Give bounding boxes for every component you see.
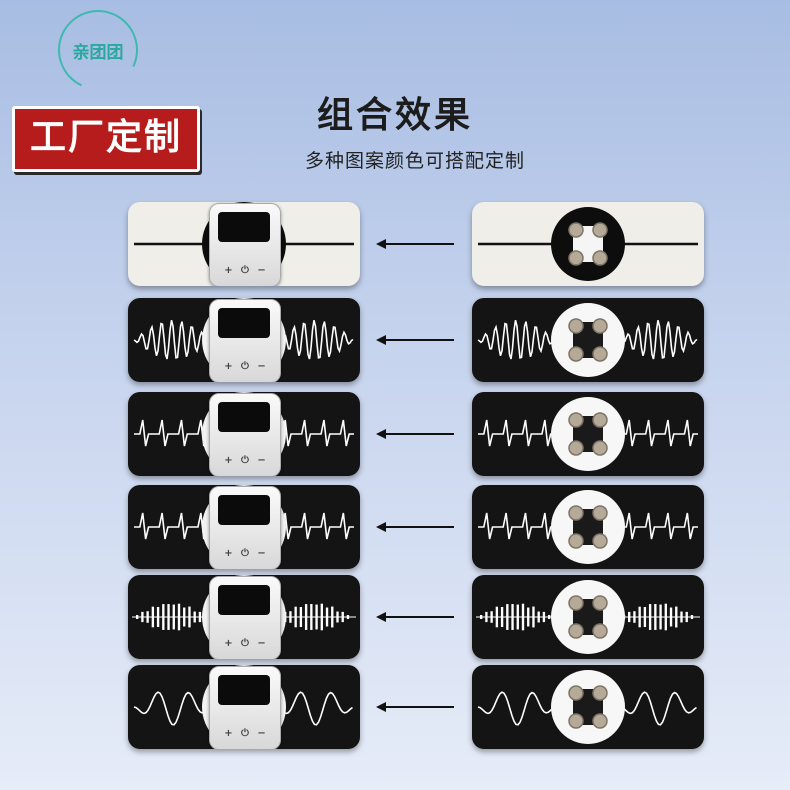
electrode-snap-icon — [592, 685, 608, 701]
power-button: ⏻ — [241, 455, 249, 466]
plus-button: + — [224, 265, 233, 276]
right-patch-heartbeat — [472, 485, 704, 569]
left-patch-line: + ⏻− — [128, 202, 360, 286]
electrode-snap-icon — [592, 440, 608, 456]
page-subtitle: 多种图案颜色可搭配定制 — [304, 150, 525, 172]
brand-logo: 亲团团 — [46, 0, 150, 102]
minus-button: − — [257, 728, 266, 739]
left-patch-vibration: + ⏻− — [128, 298, 360, 382]
electrode-snap-icon — [568, 685, 584, 701]
right-patch-soundbars — [472, 575, 704, 659]
electrode-snap-icon — [568, 318, 584, 334]
page-title: 组合效果 — [316, 95, 473, 136]
patch-pattern — [478, 207, 698, 281]
electrode-snap-icon — [592, 623, 608, 639]
device-screen — [218, 212, 270, 242]
pattern-line — [134, 419, 354, 447]
device-screen — [218, 495, 270, 525]
right-patch-heartbeat — [472, 392, 704, 476]
electrode-snap-icon — [568, 250, 584, 266]
patch-pattern — [477, 670, 697, 744]
electrode-snap-icon — [592, 595, 608, 611]
electrode-snap-icon — [592, 412, 608, 428]
electrode-snap-icon — [568, 505, 584, 521]
minus-button: − — [257, 638, 266, 649]
arrow-left-icon — [376, 239, 454, 249]
controller-device: + ⏻− — [209, 486, 281, 569]
electrode-snap-icon — [592, 505, 608, 521]
electrode-snap-icon — [568, 713, 584, 729]
pattern-line — [477, 691, 697, 726]
patch-pattern — [478, 397, 698, 471]
left-patch-sinewave: + ⏻− — [128, 665, 360, 749]
right-patch-line — [472, 202, 704, 286]
electrode-snap-icon — [568, 623, 584, 639]
electrode-snap-icon — [592, 346, 608, 362]
right-patch-sinewave — [472, 665, 704, 749]
pattern-line — [477, 319, 698, 360]
minus-button: − — [257, 265, 266, 276]
logo-text: 亲团团 — [72, 43, 124, 63]
patch-pattern — [477, 303, 698, 377]
electrode-snap-icon — [568, 222, 584, 238]
left-patch-soundbars: + ⏻− — [128, 575, 360, 659]
right-patch-vibration — [472, 298, 704, 382]
plus-button: + — [224, 728, 233, 739]
pattern-line — [134, 512, 354, 540]
minus-button: − — [257, 548, 266, 559]
electrode-snap-icon — [592, 222, 608, 238]
pattern-line — [133, 319, 354, 360]
arrow-left-icon — [376, 702, 454, 712]
plus-button: + — [224, 638, 233, 649]
pattern-line — [478, 419, 698, 447]
controller-device: + ⏻− — [209, 393, 281, 476]
power-button: ⏻ — [241, 361, 249, 372]
arrow-left-icon — [376, 335, 454, 345]
controller-device: + ⏻− — [209, 203, 281, 286]
electrode-snap-icon — [592, 250, 608, 266]
controller-device: + ⏻− — [209, 576, 281, 659]
device-screen — [218, 402, 270, 432]
left-patch-heartbeat: + ⏻− — [128, 392, 360, 476]
patch-pattern — [476, 580, 700, 654]
arrow-left-icon — [376, 522, 454, 532]
patch-pattern — [478, 490, 698, 564]
device-screen — [218, 308, 270, 338]
electrode-snap-icon — [592, 713, 608, 729]
power-button: ⏻ — [241, 638, 249, 649]
plus-button: + — [224, 455, 233, 466]
electrode-snap-icon — [568, 346, 584, 362]
minus-button: − — [257, 455, 266, 466]
arrow-left-icon — [376, 429, 454, 439]
power-button: ⏻ — [241, 265, 249, 276]
power-button: ⏻ — [241, 548, 249, 559]
pattern-line — [133, 691, 353, 726]
controller-device: + ⏻− — [209, 299, 281, 382]
electrode-snap-icon — [568, 440, 584, 456]
device-screen — [218, 585, 270, 615]
electrode-snap-icon — [568, 595, 584, 611]
left-patch-heartbeat: + ⏻− — [128, 485, 360, 569]
controller-device: + ⏻− — [209, 666, 281, 749]
plus-button: + — [224, 361, 233, 372]
plus-button: + — [224, 548, 233, 559]
electrode-snap-icon — [568, 412, 584, 428]
arrow-left-icon — [376, 612, 454, 622]
electrode-snap-icon — [568, 533, 584, 549]
minus-button: − — [257, 361, 266, 372]
electrode-snap-icon — [592, 318, 608, 334]
device-screen — [218, 675, 270, 705]
pattern-line — [478, 512, 698, 540]
factory-custom-badge: 工厂定制 — [12, 106, 200, 172]
electrode-snap-icon — [592, 533, 608, 549]
power-button: ⏻ — [241, 728, 249, 739]
